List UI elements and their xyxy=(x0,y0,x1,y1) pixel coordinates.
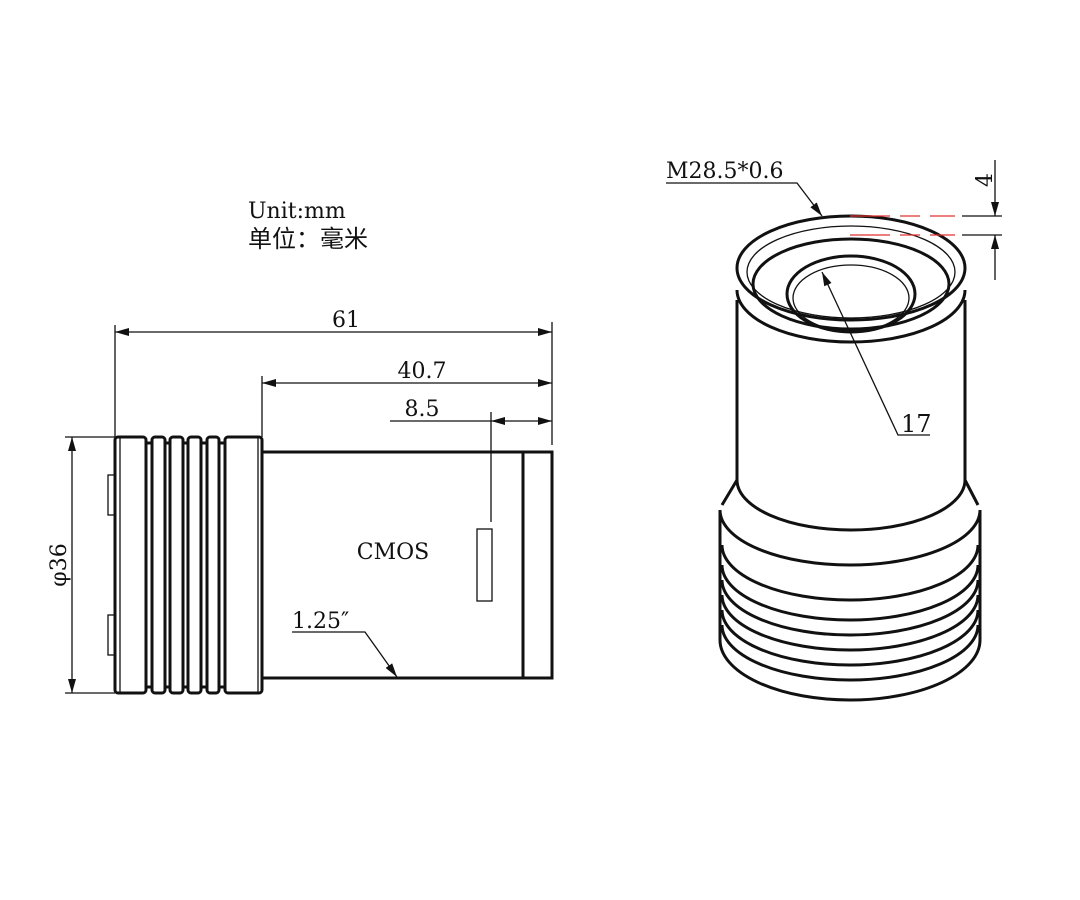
thread-callout: M28.5*0.6 xyxy=(666,159,823,217)
dimension-61: 61 xyxy=(114,308,553,445)
dim-8-5-label: 8.5 xyxy=(405,397,440,422)
dim-4-label: 4 xyxy=(973,173,998,187)
unit-en-label: Unit:mm xyxy=(248,199,346,224)
barrel-size-label: 1.25″ xyxy=(292,609,349,634)
dimension-8-5: 8.5 xyxy=(390,397,552,425)
unit-note: Unit:mm 单位：毫米 xyxy=(248,199,368,253)
dimension-4: 4 xyxy=(850,160,1002,280)
thread-spec-label: M28.5*0.6 xyxy=(666,159,784,184)
dim-40-7-label: 40.7 xyxy=(398,359,447,384)
threaded-base xyxy=(718,479,982,702)
unit-cn-label: 单位：毫米 xyxy=(248,225,368,253)
upper-tube xyxy=(735,214,967,532)
threaded-front xyxy=(107,435,264,695)
cmos-label: CMOS xyxy=(357,540,429,565)
side-view: CMOS 61 40.7 8.5 φ36 1.25″ xyxy=(47,308,554,695)
iso-view: M28.5*0.6 4 17 xyxy=(666,159,1002,702)
dim-61-label: 61 xyxy=(332,308,360,333)
dimension-diameter-36: φ36 xyxy=(47,436,115,694)
aperture xyxy=(785,254,917,334)
barrel-callout: 1.25″ xyxy=(292,609,398,678)
aperture-label: 17 xyxy=(901,410,932,438)
dimension-40-7: 40.7 xyxy=(261,359,552,437)
dim-36-label: φ36 xyxy=(47,543,72,586)
sensor-marker xyxy=(476,528,493,602)
aperture-callout: 17 xyxy=(821,271,932,438)
